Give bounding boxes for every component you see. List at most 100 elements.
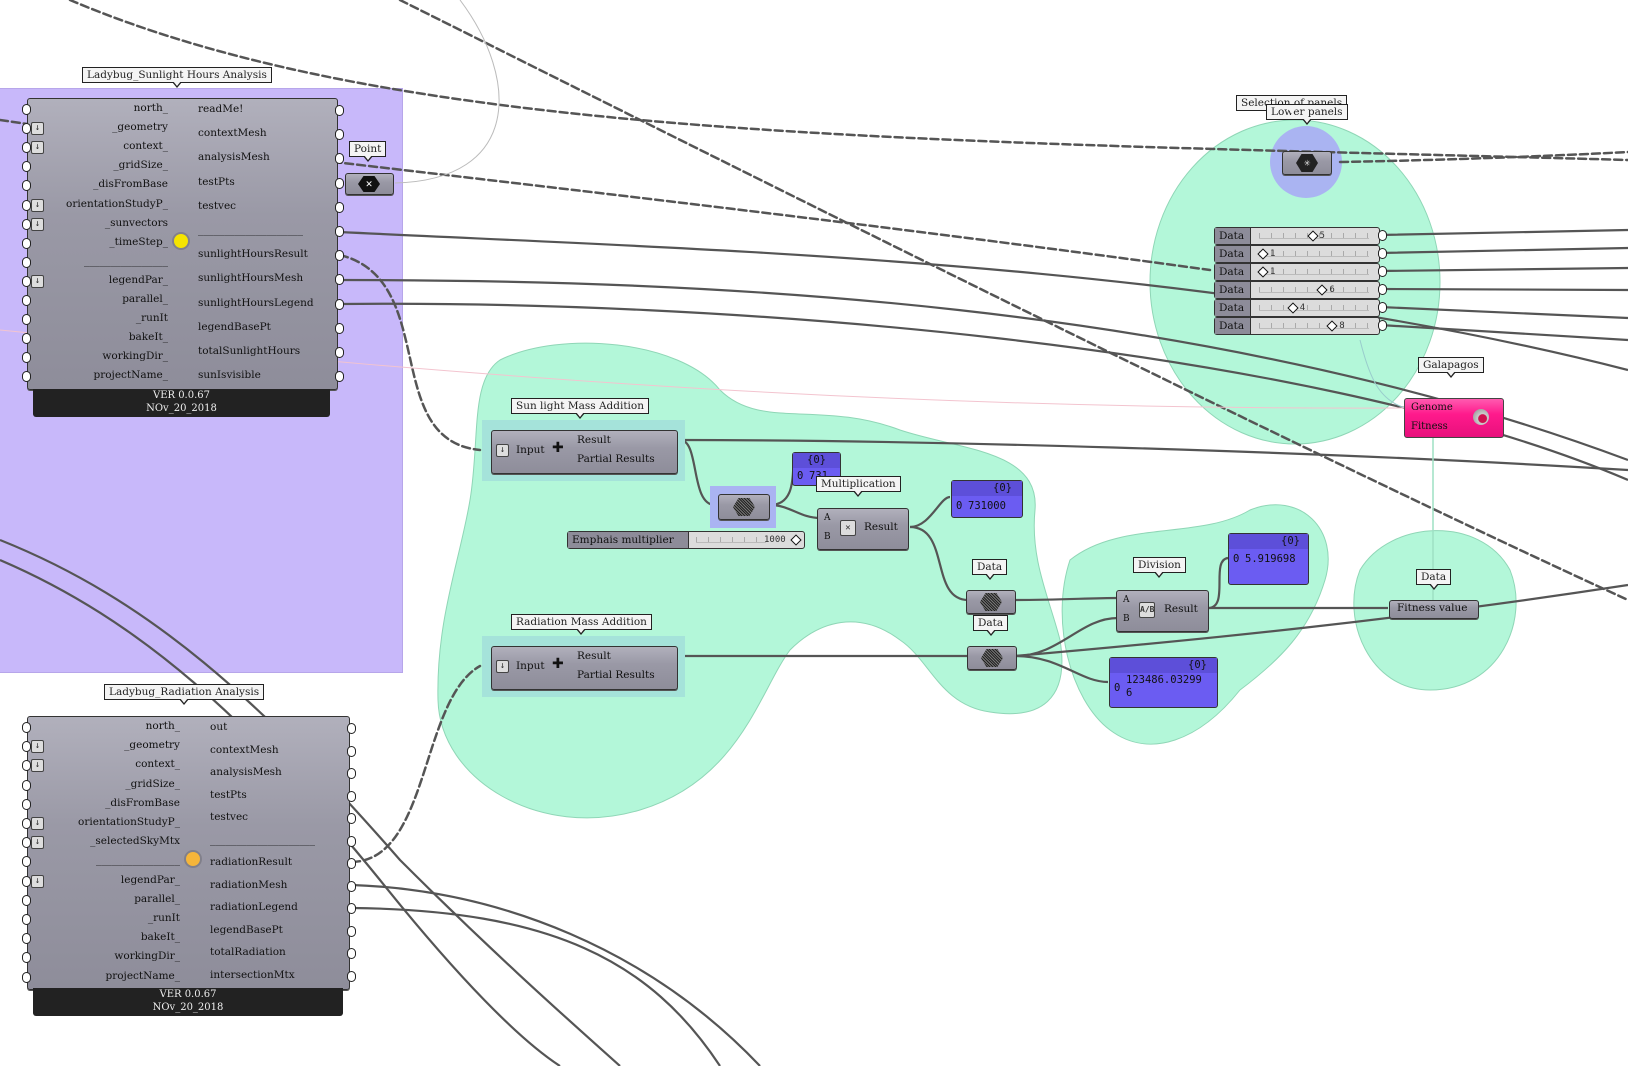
output-port[interactable]: [335, 371, 344, 383]
fitness-value-param[interactable]: Fitness value: [1389, 600, 1479, 619]
input-port[interactable]: [22, 818, 31, 829]
input-port[interactable]: [22, 371, 31, 383]
radiation-analysis-component[interactable]: north__geometry↓context_↓_gridSize__disF…: [22, 716, 356, 990]
input-port[interactable]: [22, 837, 31, 849]
slider-track[interactable]: [1259, 323, 1369, 329]
multiplication-component[interactable]: A B ✕ Result: [817, 508, 909, 550]
sun-mass-addition-component[interactable]: ↓ Input ✚ Result Partial Results: [491, 430, 678, 474]
dashed-wire: [350, 664, 482, 864]
input-port[interactable]: [22, 275, 31, 287]
input-port[interactable]: [22, 894, 31, 906]
output-port[interactable]: [347, 925, 356, 937]
input-port[interactable]: [22, 741, 31, 753]
galapagos-component[interactable]: Genome Fitness: [1404, 398, 1504, 438]
input-port[interactable]: [22, 123, 31, 135]
sunlight-hours-component[interactable]: north__geometry↓context_↓_gridSize__disF…: [22, 98, 344, 390]
input-port[interactable]: [22, 218, 31, 230]
flatten-icon[interactable]: ↓: [31, 217, 44, 231]
output-port[interactable]: [335, 298, 344, 310]
output-port[interactable]: [1378, 248, 1387, 259]
output-port[interactable]: [335, 347, 344, 358]
output-port[interactable]: [335, 250, 344, 262]
input-port[interactable]: [22, 142, 31, 154]
slider-track[interactable]: [1259, 251, 1369, 257]
output-port[interactable]: [347, 903, 356, 914]
flatten-icon[interactable]: ↓: [31, 141, 44, 155]
output-port[interactable]: [347, 835, 356, 847]
input-port[interactable]: [22, 199, 31, 211]
output-port[interactable]: [1378, 230, 1387, 241]
slider-knob[interactable]: [790, 534, 802, 546]
flatten-icon[interactable]: ↓: [31, 874, 44, 888]
input-port[interactable]: [22, 914, 31, 925]
output-port[interactable]: [347, 768, 356, 779]
output-port[interactable]: [335, 105, 344, 116]
rad-mass-addition-component[interactable]: ↓ Input ✚ Result Partial Results: [491, 646, 678, 690]
input-port[interactable]: [22, 760, 31, 772]
division-component[interactable]: A B A/B Result: [1116, 590, 1209, 632]
output-port[interactable]: [335, 129, 344, 141]
input-port[interactable]: [22, 295, 31, 306]
output-port[interactable]: [347, 813, 356, 824]
output-port[interactable]: [335, 153, 344, 165]
input-port[interactable]: [22, 798, 31, 810]
input-port[interactable]: [22, 352, 31, 364]
flatten-icon[interactable]: ↓: [31, 274, 44, 288]
input-port[interactable]: [22, 104, 31, 115]
output-port[interactable]: [1378, 266, 1387, 277]
panel-ratio[interactable]: {0} 0 5.919698: [1228, 533, 1309, 585]
panel-radiation-total[interactable]: {0} 0 123486.03299 6: [1109, 657, 1218, 708]
output-port[interactable]: [335, 274, 344, 286]
data2-param[interactable]: [967, 646, 1017, 670]
input-port[interactable]: [22, 161, 31, 173]
output-port[interactable]: [335, 226, 344, 237]
panel-731000[interactable]: {0} 0 731000: [951, 480, 1023, 518]
input-port[interactable]: [22, 237, 31, 249]
output-port[interactable]: [347, 880, 356, 892]
lower-panels-param[interactable]: ✳: [1282, 151, 1332, 175]
flatten-icon[interactable]: ↓: [31, 740, 44, 754]
emphasis-multiplier-slider[interactable]: Emphais multiplier 1000: [567, 531, 805, 549]
output-port[interactable]: [1378, 320, 1387, 331]
input-port[interactable]: [22, 875, 31, 887]
output-port[interactable]: [1378, 302, 1387, 313]
input-port[interactable]: [22, 971, 31, 983]
flatten-icon[interactable]: ↓: [31, 836, 44, 850]
output-port[interactable]: [347, 723, 356, 734]
relay-param[interactable]: [718, 494, 770, 520]
output-port[interactable]: [335, 177, 344, 189]
output-port[interactable]: [335, 201, 344, 213]
input-port[interactable]: [22, 722, 31, 733]
input-port[interactable]: [22, 779, 31, 791]
flatten-icon[interactable]: ↓: [31, 198, 44, 212]
data1-param[interactable]: [966, 590, 1016, 614]
flatten-icon[interactable]: ↓: [31, 759, 44, 773]
input-port[interactable]: [22, 856, 31, 868]
output-port[interactable]: [1378, 284, 1387, 295]
slider-track[interactable]: [1259, 287, 1369, 293]
output-port[interactable]: [347, 948, 356, 959]
output-port[interactable]: [335, 322, 344, 334]
point-param[interactable]: ✕: [345, 173, 394, 195]
output-port[interactable]: [347, 745, 356, 757]
input-port[interactable]: [22, 933, 31, 945]
slider-track[interactable]: [696, 537, 766, 543]
slider-track[interactable]: [1259, 305, 1369, 311]
input-port[interactable]: [22, 333, 31, 345]
input-port[interactable]: [22, 256, 31, 268]
output-port[interactable]: [347, 858, 356, 869]
input-port[interactable]: [22, 180, 31, 192]
input-port[interactable]: [22, 314, 31, 326]
output-port[interactable]: [347, 790, 356, 802]
flatten-icon[interactable]: ↓: [31, 122, 44, 136]
output-port[interactable]: [347, 970, 356, 982]
slider-track[interactable]: [1259, 269, 1369, 275]
input-port[interactable]: [22, 952, 31, 964]
flatten-icon[interactable]: ↓: [31, 817, 44, 830]
